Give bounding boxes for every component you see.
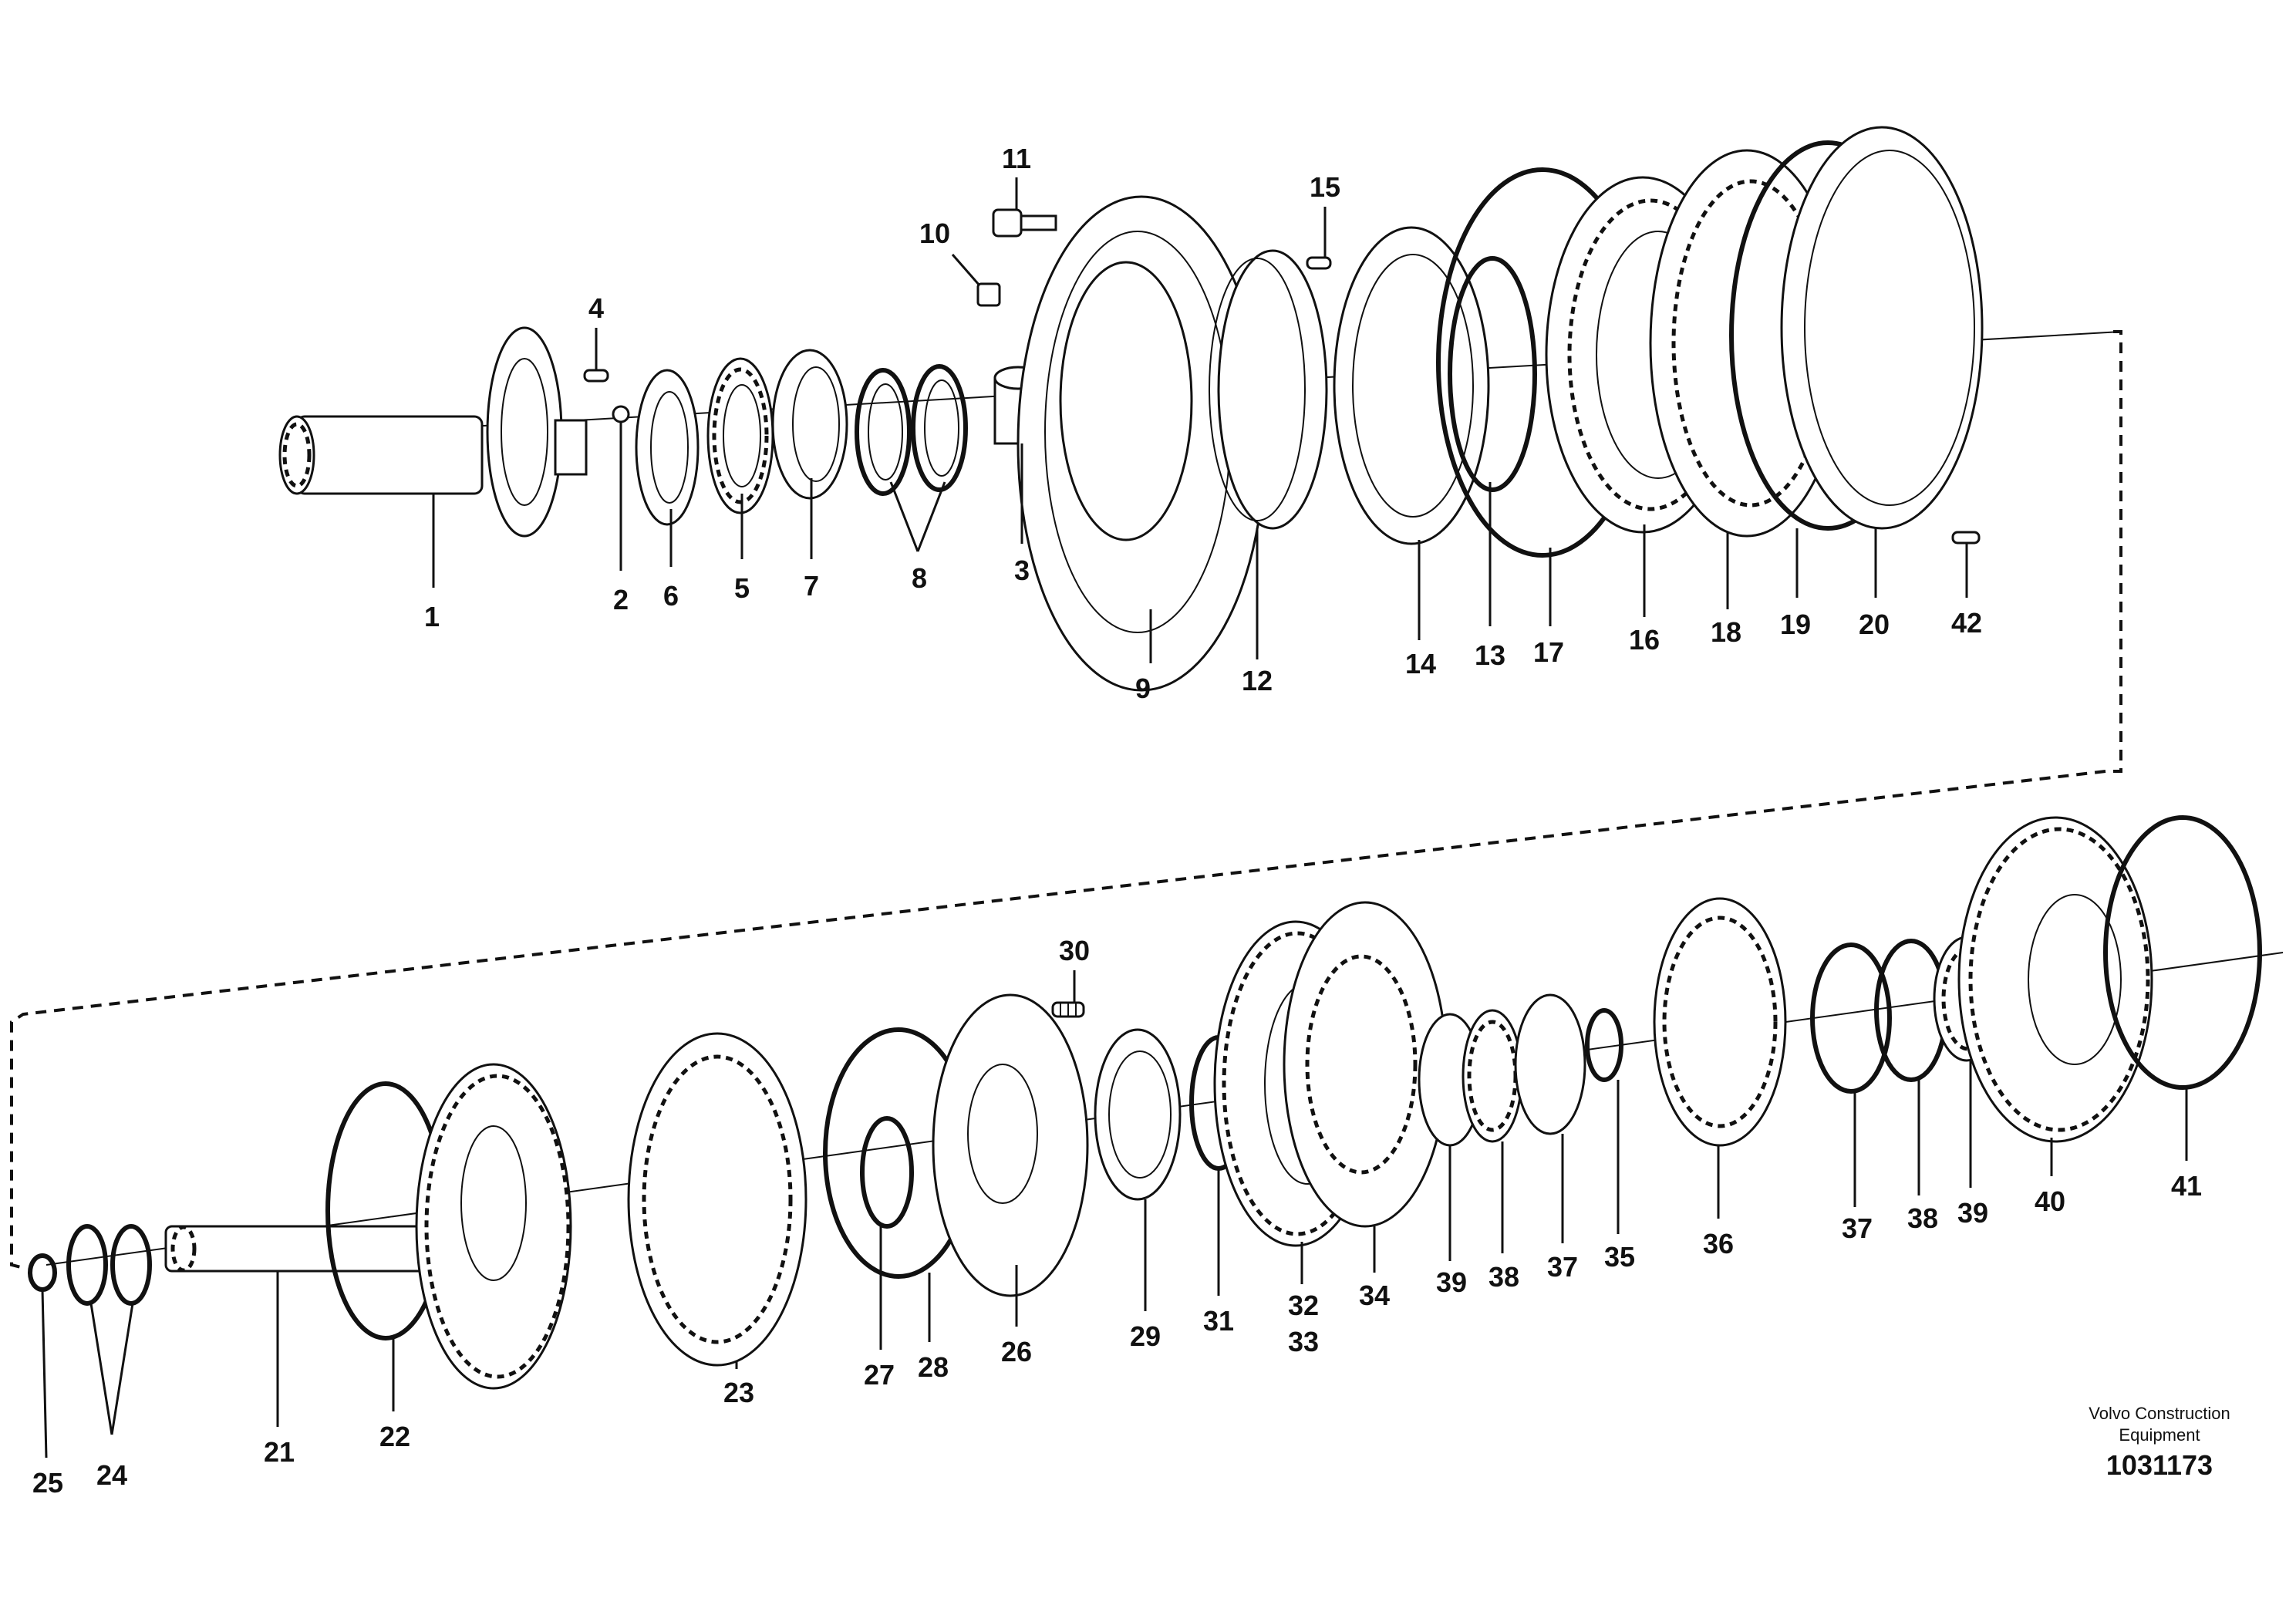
label-part-7: 7 bbox=[804, 570, 819, 602]
label-part-42: 42 bbox=[1951, 607, 1982, 639]
label-part-4: 4 bbox=[588, 292, 604, 324]
part-4-pin bbox=[583, 369, 609, 383]
part-5-bearing bbox=[706, 357, 774, 514]
label-part-41: 41 bbox=[2171, 1170, 2202, 1202]
part-30-spring bbox=[1051, 1001, 1085, 1018]
label-part-8: 8 bbox=[912, 562, 927, 594]
leader-24a bbox=[89, 1303, 113, 1435]
leader-8b bbox=[916, 481, 946, 552]
part-1-hub-shaft bbox=[278, 326, 588, 538]
part-37-ring-lower bbox=[1514, 993, 1586, 1135]
part-9-cover-plate bbox=[1017, 195, 1266, 692]
label-part-27: 27 bbox=[864, 1359, 895, 1391]
leader-10 bbox=[951, 254, 981, 286]
label-part-16: 16 bbox=[1629, 624, 1660, 656]
label-part-5: 5 bbox=[734, 572, 750, 604]
label-part-14: 14 bbox=[1405, 648, 1436, 679]
label-part-23: 23 bbox=[723, 1377, 754, 1408]
part-38-ring-lower bbox=[1462, 1009, 1523, 1143]
part-10-plug bbox=[976, 282, 1001, 307]
part-36-hub bbox=[1653, 897, 1787, 1147]
label-part-39-upper: 39 bbox=[1957, 1197, 1988, 1229]
label-part-40: 40 bbox=[2035, 1185, 2065, 1217]
label-part-15: 15 bbox=[1310, 171, 1340, 203]
label-part-22: 22 bbox=[379, 1421, 410, 1452]
label-part-25: 25 bbox=[32, 1467, 63, 1499]
label-part-2: 2 bbox=[613, 584, 629, 615]
part-27-ring bbox=[860, 1116, 914, 1229]
leader-25 bbox=[41, 1289, 48, 1458]
label-part-19: 19 bbox=[1780, 609, 1811, 640]
part-15-pin bbox=[1306, 256, 1332, 270]
label-part-3: 3 bbox=[1014, 555, 1030, 586]
label-part-29: 29 bbox=[1130, 1320, 1161, 1352]
part-7-sleeve bbox=[771, 349, 848, 500]
credit-line-2: Equipment bbox=[2119, 1425, 2200, 1445]
leader-lines bbox=[41, 177, 2188, 1458]
part-25-washer bbox=[28, 1253, 57, 1292]
label-part-11: 11 bbox=[1002, 143, 1031, 174]
label-part-33: 33 bbox=[1288, 1326, 1319, 1357]
upper-assembly bbox=[10, 126, 2122, 1270]
label-part-18: 18 bbox=[1711, 616, 1741, 648]
part-labels: 1 2 4 6 5 7 8 3 10 11 9 12 15 14 13 17 1… bbox=[32, 143, 2202, 1499]
part-41-snap-ring bbox=[2103, 815, 2262, 1090]
label-part-12: 12 bbox=[1242, 665, 1273, 696]
part-21-shaft bbox=[164, 1225, 476, 1273]
label-part-21: 21 bbox=[264, 1436, 295, 1468]
part-24-seal-rings bbox=[66, 1224, 152, 1306]
part-14-piston bbox=[1333, 226, 1490, 545]
part-37-ring-upper bbox=[1810, 943, 1892, 1094]
shaft-gear-disc bbox=[415, 1063, 572, 1390]
label-part-13: 13 bbox=[1475, 639, 1505, 671]
credit-block: Volvo Construction Equipment 1031173 bbox=[2089, 1404, 2230, 1481]
label-part-38-upper: 38 bbox=[1907, 1202, 1938, 1234]
label-part-34: 34 bbox=[1359, 1280, 1390, 1311]
leader-24b bbox=[110, 1303, 134, 1435]
label-part-26: 26 bbox=[1001, 1336, 1032, 1367]
label-part-37-lower: 37 bbox=[1547, 1251, 1578, 1283]
label-part-17: 17 bbox=[1533, 636, 1564, 668]
part-26-plate bbox=[932, 993, 1089, 1297]
label-part-35: 35 bbox=[1604, 1241, 1635, 1273]
credit-line-1: Volvo Construction bbox=[2089, 1404, 2230, 1423]
part-42-pin bbox=[1951, 531, 1981, 545]
label-part-36: 36 bbox=[1703, 1228, 1734, 1259]
leader-8a bbox=[889, 481, 919, 552]
label-part-37-upper: 37 bbox=[1842, 1212, 1873, 1244]
part-20-drum bbox=[1780, 126, 1984, 530]
label-part-9: 9 bbox=[1135, 673, 1151, 704]
part-23-ring-gear bbox=[627, 1032, 807, 1367]
label-part-6: 6 bbox=[663, 580, 679, 612]
label-part-31: 31 bbox=[1203, 1305, 1234, 1337]
label-part-38-lower: 38 bbox=[1489, 1261, 1519, 1293]
part-35-ring bbox=[1585, 1008, 1623, 1082]
label-part-20: 20 bbox=[1859, 609, 1890, 640]
label-part-28: 28 bbox=[918, 1351, 949, 1383]
label-part-1: 1 bbox=[424, 601, 440, 632]
part-11-bolt bbox=[992, 208, 1057, 238]
label-part-32: 32 bbox=[1288, 1290, 1319, 1321]
part-12-sleeve bbox=[1209, 249, 1328, 530]
assembly-link-dashed bbox=[10, 330, 2122, 1270]
part-8-seals bbox=[855, 364, 968, 496]
part-13-ring bbox=[1448, 256, 1537, 492]
label-part-10: 10 bbox=[919, 218, 950, 249]
label-part-39-lower: 39 bbox=[1436, 1266, 1467, 1298]
part-40-gear bbox=[1957, 816, 2153, 1143]
part-2-ball bbox=[612, 405, 630, 423]
part-29-bearing-ring bbox=[1094, 1028, 1182, 1201]
lower-assembly bbox=[28, 815, 2284, 1390]
part-6-ring bbox=[635, 369, 700, 526]
document-number: 1031173 bbox=[2106, 1449, 2213, 1481]
label-part-24: 24 bbox=[96, 1459, 127, 1491]
label-part-30: 30 bbox=[1059, 935, 1090, 966]
